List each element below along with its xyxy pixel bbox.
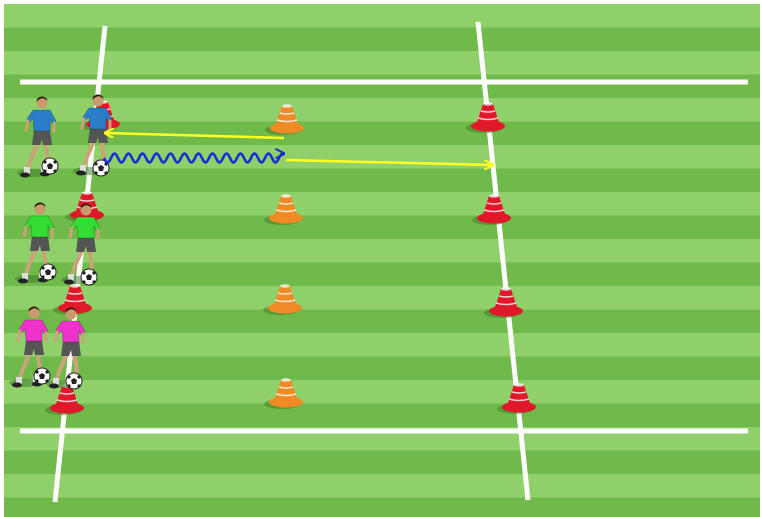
grass-stripe bbox=[4, 169, 760, 193]
grass-stripe bbox=[4, 498, 760, 517]
grass-stripe bbox=[4, 75, 760, 99]
grass-stripe bbox=[4, 28, 760, 52]
grass-stripe bbox=[4, 263, 760, 287]
grass-stripe bbox=[4, 380, 760, 404]
grass-stripe bbox=[4, 98, 760, 122]
grass-stripe bbox=[4, 474, 760, 498]
grass-stripe bbox=[4, 310, 760, 334]
ball-icon bbox=[40, 264, 56, 280]
grass-stripe bbox=[4, 357, 760, 381]
grass-stripe bbox=[4, 239, 760, 263]
grass-stripe bbox=[4, 451, 760, 475]
grass-stripe bbox=[4, 404, 760, 428]
ball-icon bbox=[81, 269, 97, 285]
grass-stripe bbox=[4, 192, 760, 216]
grass-stripe bbox=[4, 4, 760, 28]
ball-icon bbox=[42, 158, 58, 174]
ball-icon bbox=[34, 368, 50, 384]
grass-stripe bbox=[4, 51, 760, 75]
grass-stripe bbox=[4, 333, 760, 357]
grass-stripe bbox=[4, 216, 760, 240]
grass-stripe bbox=[4, 286, 760, 310]
ball-icon bbox=[66, 373, 82, 389]
